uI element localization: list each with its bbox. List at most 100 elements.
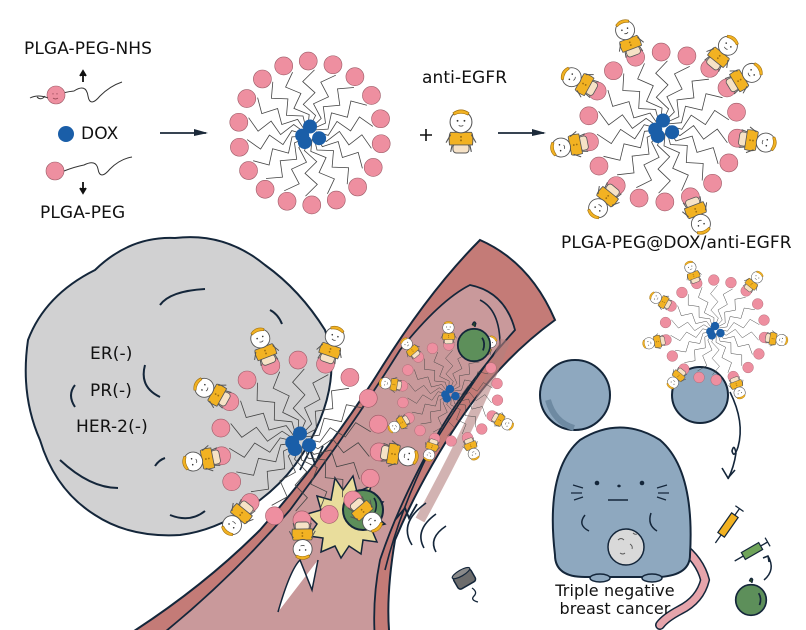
plga-head: [277, 191, 297, 211]
peg-chain: [666, 131, 704, 181]
plga-head: [727, 102, 746, 122]
peg-chain: [452, 395, 476, 428]
dox-core: [445, 384, 455, 394]
peg-chain: [668, 93, 723, 125]
peg-chain: [305, 404, 364, 438]
syringe-microbubble: [734, 537, 771, 562]
plga-head: [703, 173, 722, 193]
plga-head: [360, 468, 380, 488]
peg-chain: [445, 350, 454, 390]
peg-chain: [292, 368, 306, 435]
plga-head: [319, 505, 339, 524]
label-dox: DOX: [81, 124, 119, 144]
peg-chain: [315, 100, 368, 131]
plga-head: [345, 67, 365, 87]
label-product: PLGA-PEG@DOX/anti-EGFR: [561, 233, 792, 253]
anti-egfr-antibody: [764, 329, 790, 350]
peg-chain: [675, 331, 712, 353]
dox-core: [710, 321, 720, 331]
dox-core: [287, 442, 302, 457]
arrow-right-1: [160, 129, 208, 136]
peg-chain: [303, 444, 344, 498]
dox-core: [656, 113, 670, 128]
peg-chain: [655, 60, 670, 122]
micelle-in-circulation: [377, 320, 517, 464]
plga-head: [742, 361, 754, 374]
plga-head: [485, 362, 497, 374]
peg-chain: [256, 382, 297, 436]
peg-chain: [294, 445, 308, 512]
dox-core: [293, 426, 307, 441]
anti-egfr-antibody: [547, 129, 591, 163]
peg-chain: [622, 73, 660, 123]
peg-chain: [450, 353, 468, 390]
plga-head: [362, 86, 381, 105]
plga-head: [230, 137, 249, 157]
anti-egfr-antibody: [640, 332, 667, 353]
micelle-for-injection: [640, 258, 790, 402]
peg-chain: [248, 117, 305, 136]
dox-core: [302, 438, 317, 453]
reagent-plga-peg-nhs-glyph: [29, 69, 123, 105]
dox-core: [303, 119, 317, 134]
peg-chain: [304, 442, 360, 480]
peg-chain: [310, 138, 335, 194]
dox-core: [451, 391, 460, 401]
anti-egfr-antibody-glyph: [445, 109, 477, 154]
plga-head: [340, 368, 360, 387]
label-model-line1: Triple negative: [555, 581, 675, 600]
plga-head: [363, 158, 383, 177]
peg-chain: [596, 124, 658, 145]
dox-core: [665, 125, 680, 140]
peg-chain: [305, 438, 370, 457]
peg-chain: [252, 135, 305, 166]
syringe-nanoparticle: [714, 505, 744, 544]
peg-chain: [717, 297, 746, 328]
peg-chain: [228, 437, 295, 458]
plga-head: [237, 370, 257, 390]
peg-chain: [257, 97, 306, 131]
peg-chain: [697, 333, 715, 372]
peg-chain: [407, 391, 447, 404]
arrow-injection: [721, 391, 741, 480]
peg-chain: [687, 294, 713, 328]
anti-egfr-antibody: [736, 125, 779, 158]
plga-head: [651, 42, 671, 62]
plga-head: [326, 190, 346, 210]
label-anti-egfr: anti-EGFR: [422, 68, 508, 88]
peg-chain: [246, 130, 305, 150]
peg-chain: [717, 331, 753, 355]
peg-chain: [710, 285, 719, 327]
peg-chain: [452, 394, 486, 417]
label-model-line2: breast cancer: [559, 599, 671, 618]
plga-head: [239, 161, 258, 180]
peg-chain: [717, 332, 743, 366]
label-plga-peg: PLGA-PEG: [40, 203, 126, 223]
plga-head: [288, 350, 308, 370]
peg-chain: [711, 333, 720, 375]
peg-chain: [670, 328, 712, 342]
peg-chain: [305, 422, 372, 443]
dox-core: [650, 129, 665, 144]
plga-head: [371, 109, 390, 129]
plga-head: [298, 51, 318, 71]
peg-chain: [272, 371, 300, 435]
plga-head: [358, 389, 378, 408]
peg-chain: [667, 129, 719, 165]
peg-chain: [240, 400, 296, 438]
plga-head: [719, 153, 739, 173]
dox-core: [716, 328, 725, 338]
peg-chain: [230, 423, 295, 442]
peg-chain: [668, 109, 730, 130]
plga-head: [604, 61, 623, 81]
plga-head: [659, 316, 672, 329]
plga-head: [302, 195, 322, 215]
plga-head: [426, 342, 439, 354]
peg-chain: [265, 137, 307, 179]
dox-core: [312, 131, 327, 146]
mouse-model: [539, 359, 729, 630]
peg-chain: [617, 131, 660, 176]
plga-head: [589, 156, 609, 176]
